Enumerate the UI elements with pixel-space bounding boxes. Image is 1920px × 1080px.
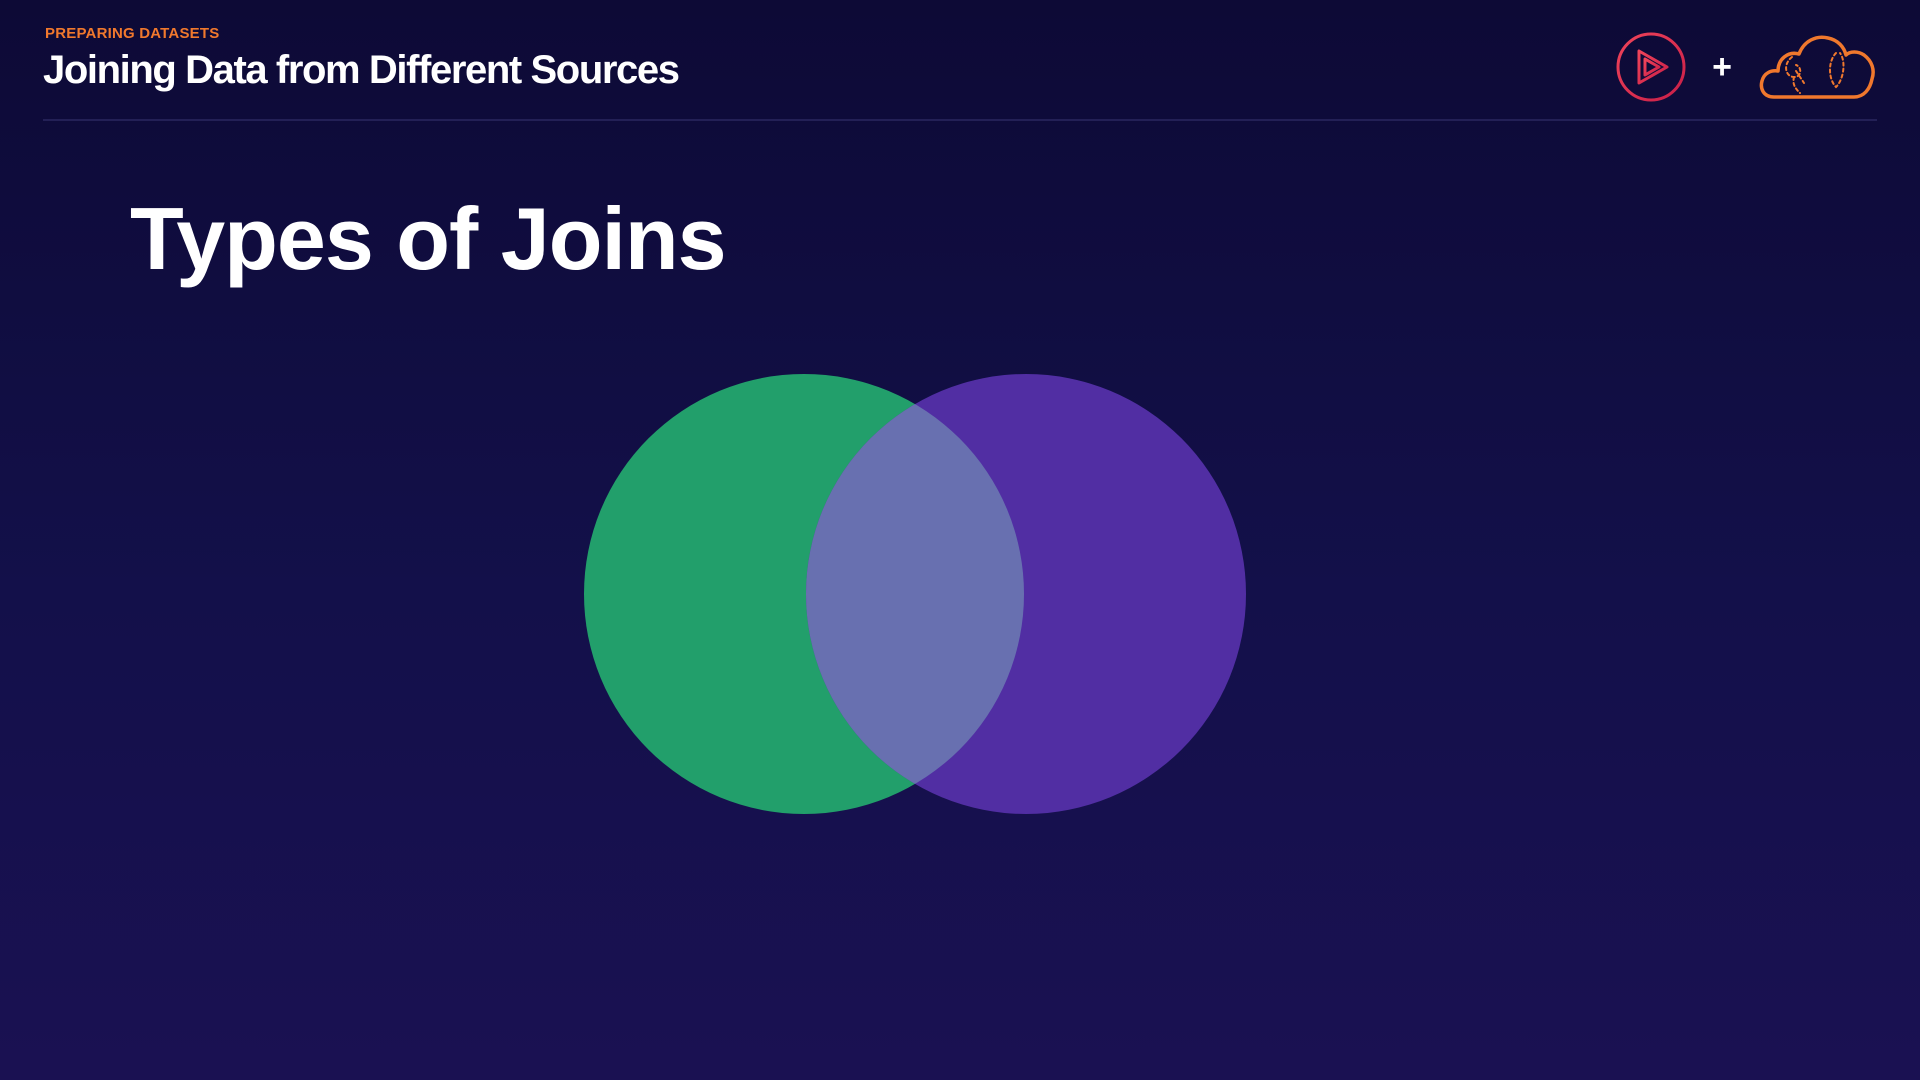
slide-title: Types of Joins [130, 189, 727, 288]
header-divider [43, 119, 1877, 121]
section-label: PREPARING DATASETS [45, 25, 220, 42]
module-title: Joining Data from Different Sources [43, 48, 680, 92]
venn-diagram [584, 374, 1246, 814]
pluralsight-logo-icon [1616, 32, 1686, 102]
aws-cloud-logo-icon [1759, 35, 1875, 99]
venn-intersection [806, 374, 1024, 814]
logo-group: + [1616, 28, 1876, 106]
plus-icon: + [1712, 48, 1732, 86]
